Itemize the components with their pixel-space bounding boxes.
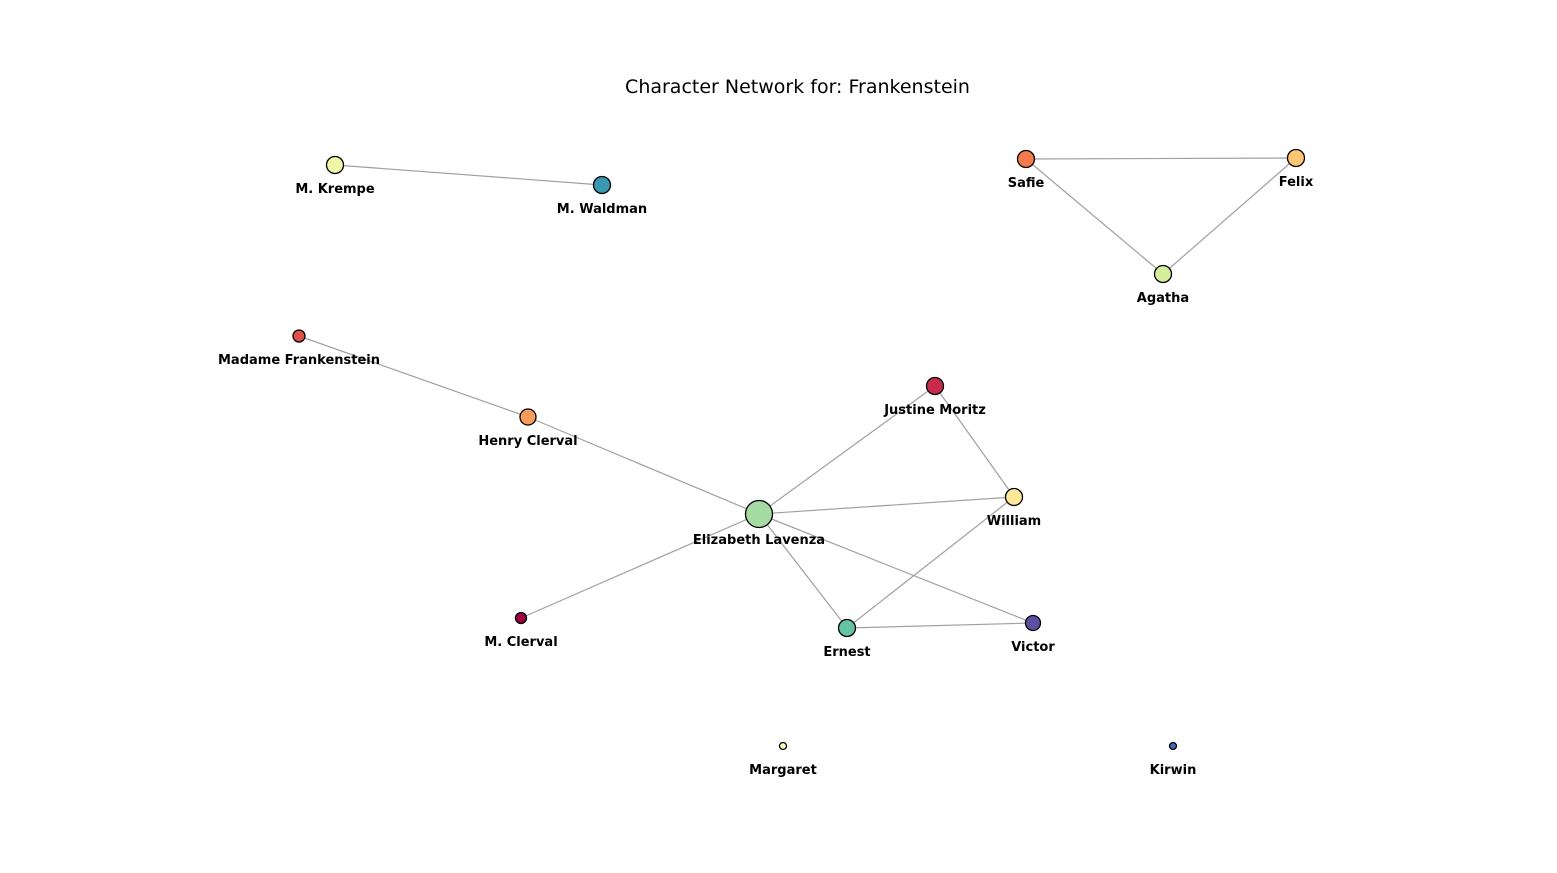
edge-ernest-victor [846,622,1034,629]
node-label-henry-clerval: Henry Clerval [478,434,577,449]
node-label-m-waldman: M. Waldman [557,202,647,217]
edge-justine-moritz-william [934,385,1015,498]
diagram-title: Character Network for: Frankenstein [625,76,970,98]
node-justine-moritz [925,376,945,396]
labels-layer: M. Krempe M. Waldman Safie FelixAgathaMadam… [218,175,1314,778]
edge-elizabeth-lavenza-ernest [758,513,848,629]
edges-layer [298,157,1297,629]
node-label-madame-frankenstein: Madame Frankenstein [218,353,380,368]
node-m-clerval [514,611,528,625]
node-label-m-clerval: M. Clerval [484,635,557,650]
node-label-agatha: Agatha [1137,291,1189,306]
edge-madame-frankenstein-henry-clerval [298,335,529,418]
edge-felix-agatha [1162,157,1297,275]
edge-safie-agatha [1025,158,1164,275]
edge-m-krempe-m-waldman [334,164,603,186]
node-felix [1286,148,1306,168]
node-label-ernest: Ernest [823,645,870,660]
node-kirwin [1168,741,1178,751]
edge-elizabeth-lavenza-m-clerval [520,513,760,619]
node-label-kirwin: Kirwin [1150,763,1197,778]
node-label-elizabeth-lavenza: Elizabeth Lavenza [693,533,825,548]
node-m-krempe [325,155,345,175]
edge-henry-clerval-elizabeth-lavenza [527,416,760,515]
nodes-layer [292,148,1306,751]
node-label-victor: Victor [1011,640,1055,655]
node-label-felix: Felix [1279,175,1314,190]
node-agatha [1153,264,1173,284]
edge-elizabeth-lavenza-justine-moritz [758,385,936,515]
node-m-waldman [592,175,612,195]
node-label-william: William [987,514,1041,529]
edge-elizabeth-lavenza-victor [758,513,1034,624]
node-safie [1016,149,1036,169]
node-label-margaret: Margaret [749,763,817,778]
edge-william-ernest [846,496,1015,629]
node-william [1004,487,1024,507]
node-ernest [837,618,857,638]
edge-safie-felix [1025,157,1297,160]
node-label-safie: Safie [1008,176,1045,191]
node-label-justine-moritz: Justine Moritz [883,403,986,418]
edge-elizabeth-lavenza-william [758,496,1015,515]
node-elizabeth-lavenza [744,499,774,529]
node-label-m-krempe: M. Krempe [295,182,375,197]
node-henry-clerval [519,408,537,426]
node-margaret [778,741,788,751]
node-madame-frankenstein [292,329,306,343]
node-victor [1024,614,1042,632]
